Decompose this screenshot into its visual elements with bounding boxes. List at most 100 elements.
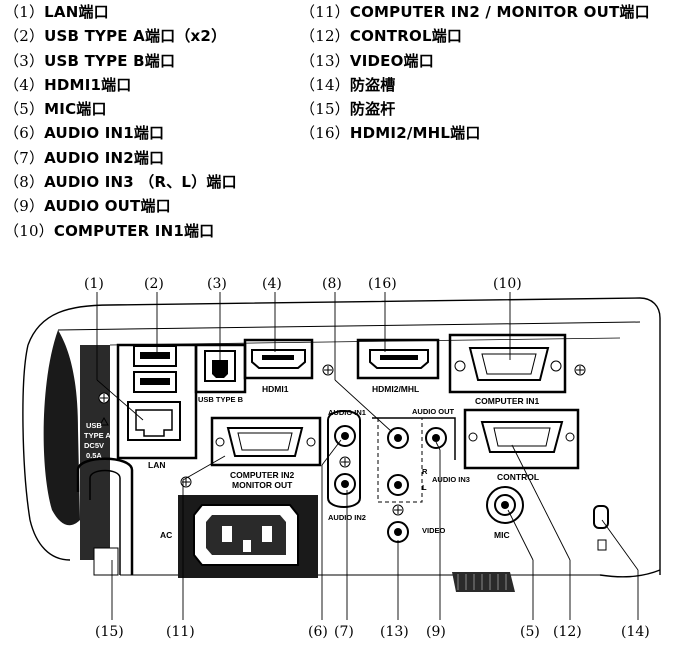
hdmi2-label: HDMI2/MHL <box>372 384 419 394</box>
callout-label: (13) <box>380 624 409 640</box>
audio-group: AUDIO IN1 AUDIO IN2 R L VIDEO AUDIO OUT … <box>327 407 470 543</box>
callout-label: (15) <box>95 624 124 640</box>
legend-text: LAN端口 <box>44 3 109 21</box>
legend-number: （9） <box>4 197 45 216</box>
hdmi1-port: HDMI1 <box>243 338 314 394</box>
control-port: CONTROL <box>463 408 580 482</box>
legend-text: AUDIO OUT端口 <box>44 197 171 216</box>
callouts-top: (1) (2) (3) (4) (8) (16) (10) <box>84 276 522 292</box>
legend-item-3: （3）USB TYPE B端口 <box>4 49 237 73</box>
usb-type-b-port: USB TYPE B <box>194 343 247 404</box>
legend-text: COMPUTER IN1端口 <box>53 221 215 240</box>
computer-in2-label: COMPUTER IN2 <box>230 470 295 480</box>
control-label: CONTROL <box>497 472 539 482</box>
callout-label: (11) <box>166 624 195 640</box>
legend-text: CONTROL端口 <box>349 27 463 46</box>
legend-number: （6） <box>4 124 45 143</box>
hdmi2-mhl-port: HDMI2/MHL <box>356 338 440 394</box>
usb-side-label: USB TYPE A DC5V 0.5A <box>84 421 111 460</box>
usb-type-b-label: USB TYPE B <box>198 395 244 404</box>
mic-port: MIC <box>486 486 524 540</box>
type-a-label: TYPE A <box>84 431 111 440</box>
legend-left-column: （1）LAN端口 （2）USB TYPE A端口（x2） （3）USB TYPE… <box>4 0 237 243</box>
dc5v-label: DC5V <box>84 441 104 450</box>
callout-label: (5) <box>520 624 540 640</box>
callout-label: (9) <box>426 624 446 640</box>
audio-in1-label: AUDIO IN1 <box>328 408 366 417</box>
legend-number: （4） <box>4 75 45 94</box>
usb-label: USB <box>86 421 102 430</box>
legend-number: （12） <box>300 27 350 46</box>
legend-item-9: （9）AUDIO OUT端口 <box>4 194 237 218</box>
legend-number: （3） <box>4 51 45 70</box>
r-label: R <box>422 467 428 476</box>
audio-out-label: AUDIO OUT <box>412 407 455 416</box>
security-slot <box>593 505 609 551</box>
legend-text: 防盗杆 <box>349 100 396 119</box>
legend-item-11: （11）COMPUTER IN2 / MONITOR OUT端口 <box>300 0 650 24</box>
leader-lines <box>96 292 639 620</box>
legend-number: （7） <box>4 148 45 167</box>
legend-text: AUDIO IN1端口 <box>44 124 165 143</box>
video-label: VIDEO <box>422 526 446 535</box>
legend-text: MIC端口 <box>44 100 107 119</box>
callout-label: (3) <box>207 276 227 292</box>
legend-text: USB TYPE A端口（x2） <box>44 27 227 46</box>
legend-text: AUDIO IN2端口 <box>44 148 165 167</box>
callouts-bottom: (15) (11) (6) (7) (13) (9) (5) (12) (14) <box>95 624 650 640</box>
legend-number: （8） <box>4 173 45 192</box>
legend-number: （1） <box>4 3 45 21</box>
legend-number: （13） <box>300 51 350 70</box>
legend-number: （2） <box>4 27 45 46</box>
legend-text: AUDIO IN3 （R、L）端口 <box>44 173 237 192</box>
audio-in3-label: AUDIO IN3 <box>432 475 470 484</box>
legend-text: COMPUTER IN2 / MONITOR OUT端口 <box>349 3 650 21</box>
callout-label: (8) <box>322 276 342 292</box>
legend-text: HDMI1端口 <box>44 75 132 94</box>
l-label: L <box>422 483 427 492</box>
adjustable-foot <box>452 572 515 592</box>
legend-item-14: （14）防盗槽 <box>300 73 650 97</box>
callout-label: (6) <box>308 624 328 640</box>
callout-label: (4) <box>262 276 282 292</box>
legend-number: （5） <box>4 100 45 119</box>
legend-item-13: （13）VIDEO端口 <box>300 49 650 73</box>
callout-label: (1) <box>84 276 104 292</box>
legend-item-2: （2）USB TYPE A端口（x2） <box>4 24 237 48</box>
legend-item-6: （6）AUDIO IN1端口 <box>4 121 237 145</box>
callout-label: (16) <box>368 276 397 292</box>
usb-lan-group: LAN USB TYPE A DC5V 0.5A <box>84 343 198 470</box>
lan-label: LAN <box>148 460 165 470</box>
computer-in1-label: COMPUTER IN1 <box>475 396 540 406</box>
hdmi1-label: HDMI1 <box>262 384 289 394</box>
legend-text: VIDEO端口 <box>349 51 434 70</box>
security-bar <box>76 457 134 576</box>
callout-label: (10) <box>493 276 522 292</box>
legend-item-7: （7）AUDIO IN2端口 <box>4 146 237 170</box>
callout-label: (7) <box>334 624 354 640</box>
amp-label: 0.5A <box>86 451 102 460</box>
legend-text: USB TYPE B端口 <box>44 51 176 70</box>
callout-label: (14) <box>621 624 650 640</box>
legend-item-5: （5）MIC端口 <box>4 97 237 121</box>
monitor-out-label: MONITOR OUT <box>232 480 293 490</box>
legend-text: HDMI2/MHL端口 <box>349 124 481 143</box>
ac-label: AC <box>160 530 172 540</box>
callout-label: (2) <box>144 276 164 292</box>
legend-number: （11） <box>300 3 350 21</box>
computer-in2-port: COMPUTER IN2 MONITOR OUT <box>210 416 322 490</box>
legend-item-10: （10）COMPUTER IN1端口 <box>4 219 237 243</box>
legend-number: （14） <box>300 75 350 94</box>
legend-item-4: （4）HDMI1端口 <box>4 73 237 97</box>
ac-inlet: AC <box>160 495 318 578</box>
legend-item-16: （16）HDMI2/MHL端口 <box>300 121 650 145</box>
legend-number: （15） <box>300 100 350 119</box>
legend-item-12: （12）CONTROL端口 <box>300 24 650 48</box>
legend-right-column: （11）COMPUTER IN2 / MONITOR OUT端口 （12）CON… <box>300 0 650 146</box>
legend-number: （10） <box>4 221 54 240</box>
callout-label: (12) <box>553 624 582 640</box>
left-dark-band <box>43 330 80 526</box>
mic-label: MIC <box>494 530 510 540</box>
legend-number: （16） <box>300 124 350 143</box>
